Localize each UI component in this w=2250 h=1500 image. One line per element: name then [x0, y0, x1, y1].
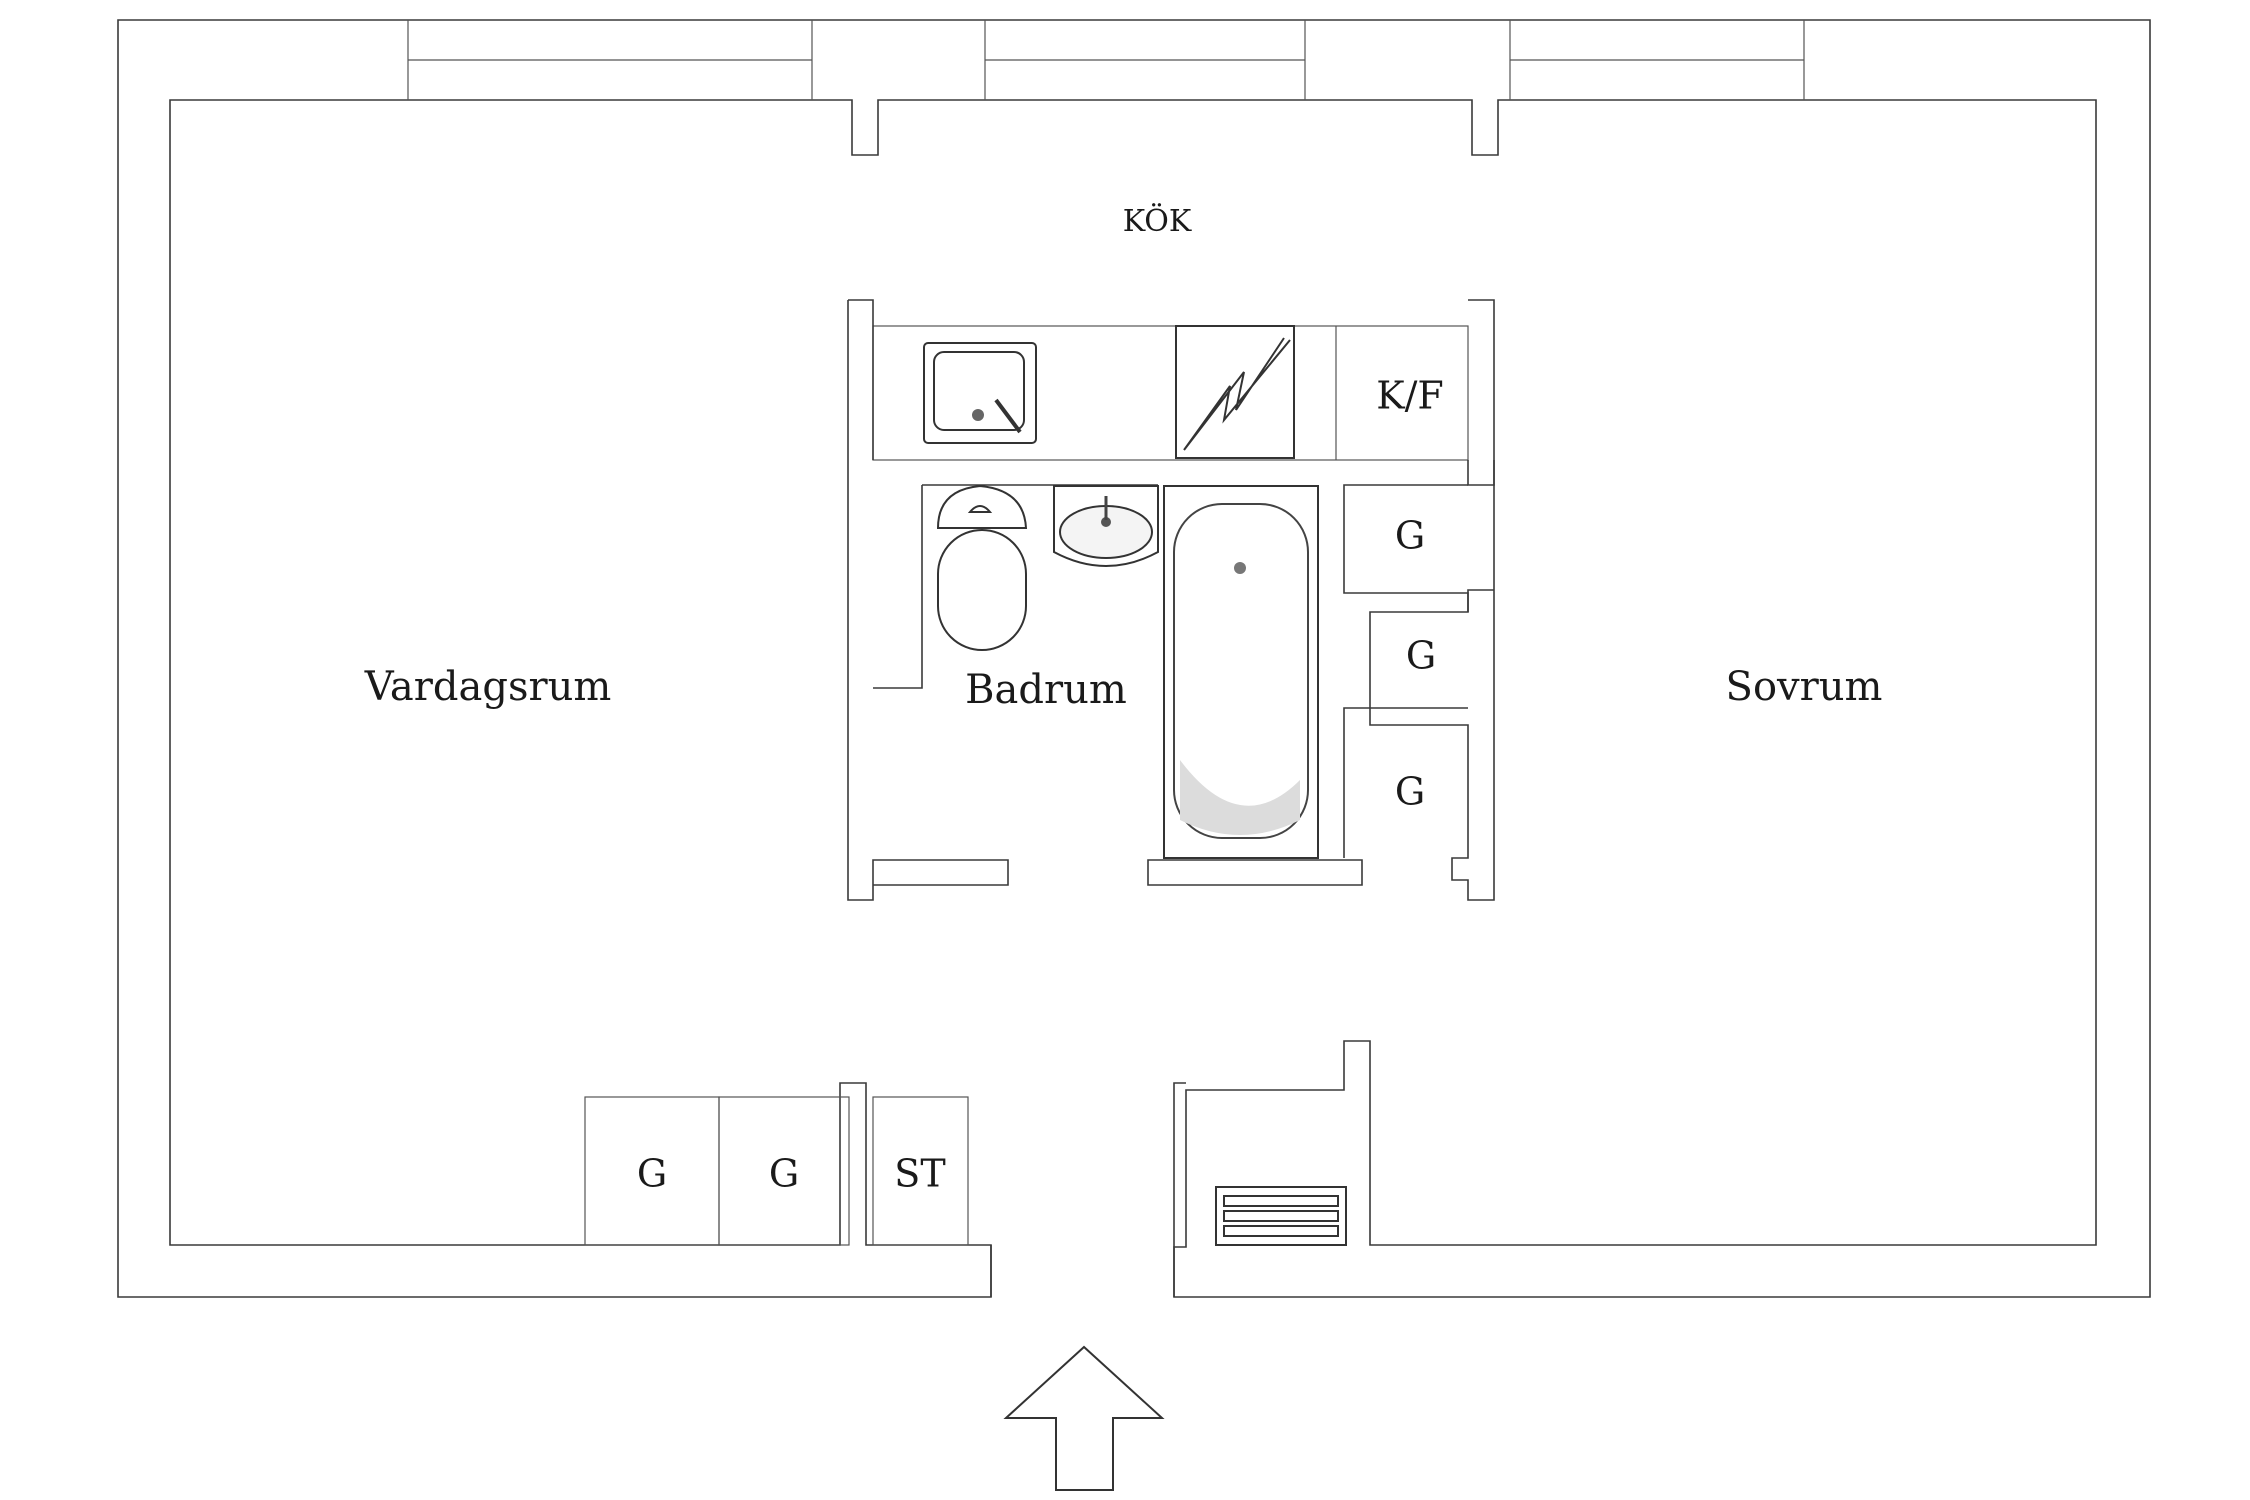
outer-walls	[117, 19, 2151, 1298]
toilet-icon	[936, 484, 1028, 651]
arrow-up-icon	[1003, 1345, 1165, 1491]
closet-label: G	[1406, 634, 1436, 678]
closet-label: G	[637, 1152, 667, 1196]
closet-label: G	[1395, 514, 1425, 558]
bottom-closets	[584, 1096, 969, 1246]
central-core	[847, 299, 1495, 901]
storage-label: ST	[894, 1152, 945, 1196]
bathroom-label: Badrum	[965, 667, 1127, 713]
radiator-icon	[1215, 1186, 1347, 1246]
kitchen-sink-icon	[923, 342, 1037, 444]
fridge-freezer-label: K/F	[1376, 374, 1444, 418]
kitchen-label: KÖK	[1123, 203, 1192, 239]
washbasin-icon	[1053, 485, 1159, 567]
bathtub-icon	[1163, 485, 1319, 859]
bedroom-label: Sovrum	[1726, 664, 1883, 710]
stove-icon	[1175, 325, 1295, 459]
closet-label: G	[769, 1152, 799, 1196]
windows	[407, 20, 1805, 100]
closet-label: G	[1395, 770, 1425, 814]
living-room-label: Vardagsrum	[364, 664, 612, 710]
